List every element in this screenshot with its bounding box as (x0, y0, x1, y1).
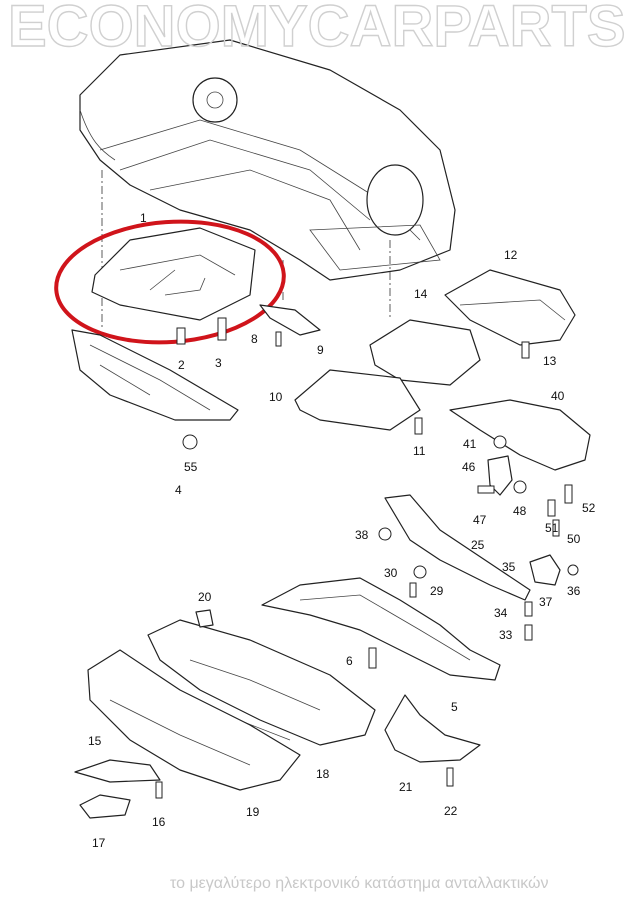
callout-17: 17 (92, 836, 106, 850)
part-12-heat-shield (444, 269, 576, 346)
callout-29: 29 (430, 584, 444, 598)
callout-2: 2 (178, 358, 185, 372)
callout-20: 20 (198, 590, 212, 604)
callout-13: 13 (543, 354, 557, 368)
part-14-heat-shield (369, 319, 481, 386)
part-46-bracket (487, 455, 513, 496)
callout-3: 3 (215, 356, 222, 370)
part-18-floor-panel (147, 619, 376, 746)
callout-46: 46 (462, 460, 476, 474)
callout-12: 12 (504, 248, 518, 262)
callout-5: 5 (451, 700, 458, 714)
callout-35: 35 (502, 560, 516, 574)
part-8-bracket (259, 304, 321, 336)
callout-47: 47 (473, 513, 487, 527)
callout-55: 55 (184, 460, 198, 474)
part-15-bracket (74, 759, 161, 783)
callout-15: 15 (88, 734, 102, 748)
callout-19: 19 (246, 805, 260, 819)
callout-1: 1 (140, 211, 147, 225)
part-1-engine-undertray (91, 227, 256, 321)
callout-14: 14 (414, 287, 428, 301)
part-17-pad (79, 794, 131, 819)
callout-38: 38 (355, 528, 369, 542)
part-4-side-panel (71, 329, 239, 421)
fasteners (155, 317, 579, 799)
callout-48: 48 (513, 504, 527, 518)
callout-40: 40 (551, 389, 565, 403)
callout-11: 11 (413, 444, 426, 458)
part-19-floor-panel (87, 649, 301, 791)
highlight-circle (54, 219, 286, 345)
watermark-brand: ECONOMYCARPARTS (8, 0, 626, 59)
callout-8: 8 (251, 332, 258, 346)
watermark-tagline: το μεγαλύτερο ηλεκτρονικό κατάστημα αντα… (170, 875, 549, 892)
car-body-underside (79, 39, 456, 281)
callout-18: 18 (316, 767, 330, 781)
callout-10: 10 (269, 390, 283, 404)
callout-22: 22 (444, 804, 458, 818)
callout-25: 25 (471, 538, 485, 552)
callout-34: 34 (494, 606, 508, 620)
part-10-heat-shield (294, 369, 421, 431)
callout-21: 21 (399, 780, 413, 794)
part-35-bracket (529, 554, 561, 586)
callout-33: 33 (499, 628, 513, 642)
callout-50: 50 (567, 532, 581, 546)
callout-41: 41 (463, 437, 477, 451)
callout-16: 16 (152, 815, 166, 829)
callout-37: 37 (539, 595, 553, 609)
callout-51: 51 (545, 521, 559, 535)
part-25-crossmember (384, 494, 531, 601)
callout-9: 9 (317, 343, 324, 357)
part-5-tunnel-shield (261, 577, 501, 681)
callout-52: 52 (582, 501, 596, 515)
part-40-shield (449, 399, 591, 471)
part-21-shield (384, 694, 481, 763)
part-20-clip (195, 609, 214, 628)
watermark: ECONOMYCARPARTS το μεγαλύτερο ηλεκτρονικ… (7, 0, 626, 892)
callout-4: 4 (175, 483, 182, 497)
callout-36: 36 (567, 584, 581, 598)
callout-6: 6 (346, 654, 353, 668)
callout-30: 30 (384, 566, 398, 580)
